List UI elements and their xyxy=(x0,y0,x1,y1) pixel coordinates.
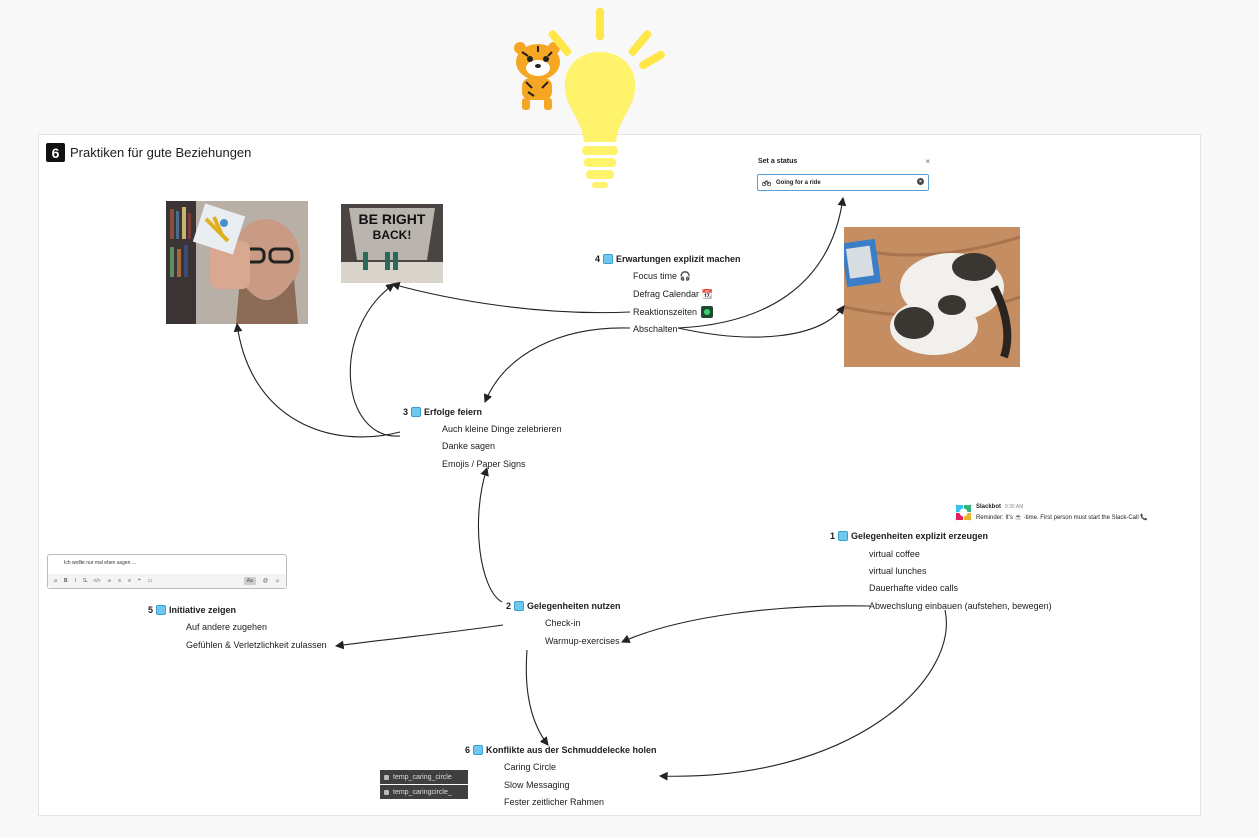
page-title: Praktiken für gute Beziehungen xyxy=(70,145,252,160)
lock-icon xyxy=(384,774,389,780)
lightbulb-icon xyxy=(548,8,666,188)
code-icon[interactable]: </> xyxy=(93,578,101,584)
section-1-item: Dauerhafte video calls xyxy=(869,583,959,593)
section-1-item: virtual lunches xyxy=(869,566,927,576)
section-1-item: virtual coffee xyxy=(869,549,920,559)
clear-status-icon[interactable]: × xyxy=(917,178,924,185)
section-4-item: Abschalten xyxy=(633,324,678,334)
photo-person-with-sign[interactable] xyxy=(166,201,308,324)
section-3-item: Emojis / Paper Signs xyxy=(442,459,526,469)
close-icon[interactable]: × xyxy=(925,157,930,166)
section-2-item: Warmup-exercises xyxy=(545,636,620,646)
keycap-icon xyxy=(156,605,167,615)
section-4-item: Defrag Calendar 📆 xyxy=(633,289,713,299)
tiger-mascot-icon xyxy=(514,42,560,110)
composer-text: Ich wollte nur mal eben sagen ... xyxy=(64,560,136,566)
photo-be-right-back-sign[interactable]: BE RIGHT BACK! xyxy=(341,204,443,283)
sign-text-line1: BE RIGHT xyxy=(358,211,426,227)
keycap-icon xyxy=(473,745,484,755)
strike-icon[interactable]: S̶ xyxy=(83,578,87,584)
section-6-item: Caring Circle xyxy=(504,762,557,772)
status-input[interactable]: Going for a ride × xyxy=(757,174,929,191)
slack-time: 9:30 AM xyxy=(1005,504,1024,510)
keycap-icon xyxy=(838,531,849,541)
slackbot-avatar xyxy=(955,504,972,521)
section-6-item: Slow Messaging xyxy=(504,780,570,790)
section-4-item: Focus time 🎧 xyxy=(633,271,691,281)
section-2-item: Check-in xyxy=(545,618,581,628)
photo-cat-on-desk[interactable] xyxy=(844,227,1020,367)
code-block-icon[interactable]: ▭ xyxy=(147,578,153,584)
mention-icon[interactable]: @ xyxy=(262,578,268,584)
emoji-icon[interactable]: ☺ xyxy=(274,578,280,584)
section-4-item: Reaktionszeiten xyxy=(633,306,714,318)
quote-icon[interactable]: ❝ xyxy=(138,578,141,584)
bold-icon[interactable]: B xyxy=(64,578,68,584)
ordered-list-icon[interactable]: ≡ xyxy=(118,578,122,584)
channel-item[interactable]: temp_caring_circle xyxy=(380,770,468,784)
format-toggle-button[interactable]: Aa xyxy=(243,577,256,585)
attach-icon[interactable]: ⌀ xyxy=(54,578,58,584)
section-5-item: Auf andere zugehen xyxy=(186,622,268,632)
link-icon[interactable]: ∞ xyxy=(107,578,112,584)
section-6-item: Fester zeitlicher Rahmen xyxy=(504,797,605,807)
slack-message-text: Reminder: It's ☕ -time. First person mus… xyxy=(976,515,1148,521)
composer-toolbar: ⌀ B I S̶ </> ∞ ≡ ≡ ❝ ▭ Aa @ ☺ xyxy=(48,574,286,588)
keycap-icon xyxy=(603,254,614,264)
status-value: Going for a ride xyxy=(776,179,821,186)
section-3-item: Danke sagen xyxy=(442,441,496,451)
italic-icon[interactable]: I xyxy=(74,578,77,584)
status-dialog-title: Set a status xyxy=(758,158,798,165)
keycap-icon xyxy=(411,407,422,417)
bullet-list-icon[interactable]: ≡ xyxy=(128,578,132,584)
keycap-icon xyxy=(514,601,525,611)
set-status-dialog: Set a status × Going for a ride × xyxy=(754,154,934,196)
bicycle-icon xyxy=(762,180,771,186)
title-number-badge: 6 xyxy=(46,143,65,162)
timer-icon xyxy=(701,306,714,318)
board-title: 6 Praktiken für gute Beziehungen xyxy=(46,143,251,162)
section-5-item: Gefühlen & Verletzlichkeit zulassen xyxy=(186,640,327,650)
sign-text-line2: BACK! xyxy=(372,228,412,242)
section-3-item: Auch kleine Dinge zelebrieren xyxy=(442,424,562,434)
channel-item[interactable]: temp_caringcircle_ xyxy=(380,785,468,799)
lock-icon xyxy=(384,789,389,795)
message-composer[interactable]: Ich wollte nur mal eben sagen ... ⌀ B I … xyxy=(47,554,287,589)
section-1-item: Abwechslung einbauen (aufstehen, bewegen… xyxy=(869,601,1052,611)
